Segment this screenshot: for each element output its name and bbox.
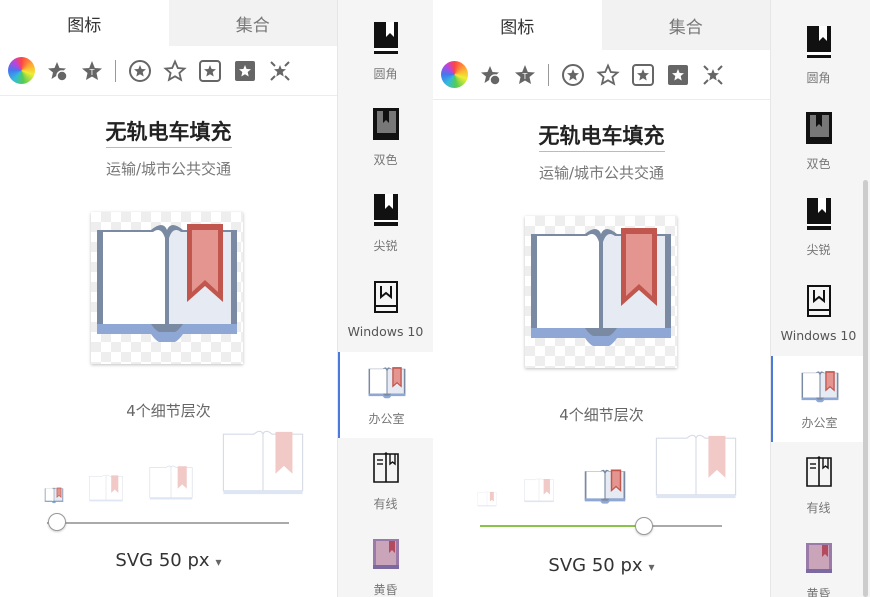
color-wheel-icon[interactable]: [8, 57, 35, 84]
book-duotone-icon: [372, 107, 399, 140]
book-sharp-icon: [806, 197, 831, 230]
icon-title: 无轨电车填充: [433, 120, 770, 152]
size-option-small[interactable]: [44, 486, 64, 506]
book-wired-icon: [372, 451, 399, 483]
style-item-sharp[interactable]: 尖锐: [338, 180, 433, 266]
size-option-xlarge[interactable]: [653, 428, 739, 514]
size-option-medium[interactable]: [523, 476, 555, 508]
style-item-rounded[interactable]: 圆角: [771, 12, 866, 98]
svg-text:T: T: [88, 68, 94, 77]
book-sharp-icon: [373, 193, 398, 226]
size-option-large[interactable]: [148, 462, 194, 508]
book-windows-icon: [806, 284, 831, 317]
icon-preview: [91, 212, 243, 364]
size-option-large[interactable]: [583, 466, 627, 510]
style-item-wired[interactable]: 有线: [338, 438, 433, 524]
icon-toolbar: T: [0, 46, 337, 96]
chevron-down-icon: ▾: [648, 560, 655, 574]
size-option-medium[interactable]: [88, 472, 124, 508]
star-outline-icon[interactable]: [161, 57, 188, 84]
star-square-filled-icon[interactable]: [664, 61, 691, 88]
icon-toolbar: T: [433, 50, 770, 100]
tab-collections[interactable]: 集合: [601, 0, 770, 50]
icon-detail-panel-right: 图标 集合 T 无轨电车填充 运输/城市公共交通 4个细节层次 SVG 50 p…: [433, 0, 770, 597]
size-slider-track[interactable]: [47, 522, 289, 524]
book-dusk-icon: [372, 538, 399, 569]
star-text-icon[interactable]: T: [78, 57, 105, 84]
style-item-office[interactable]: 办公室: [338, 352, 433, 438]
tab-icons[interactable]: 图标: [0, 0, 169, 46]
icon-title: 无轨电车填充: [0, 116, 337, 148]
style-item-dusk[interactable]: 黄昏: [771, 528, 866, 597]
star-burst-icon[interactable]: [699, 61, 726, 88]
format-select[interactable]: SVG 50 px▾: [115, 550, 222, 571]
book-office-icon: [801, 370, 838, 402]
svg-text:T: T: [521, 72, 527, 81]
book-wired-icon: [805, 455, 832, 487]
color-wheel-icon[interactable]: [441, 61, 468, 88]
book-duotone-icon: [805, 111, 832, 144]
style-sidebar-right: 圆角 双色 尖锐 Windows 10 办公室 有线 黄昏: [770, 0, 870, 597]
size-slider-handle[interactable]: [48, 513, 66, 531]
style-item-duotone[interactable]: 双色: [771, 98, 866, 184]
icon-preview: [525, 216, 677, 368]
style-item-windows10[interactable]: Windows 10: [338, 266, 433, 352]
book-rounded-icon: [806, 25, 831, 58]
style-item-dusk[interactable]: 黄昏: [338, 524, 433, 597]
book-office-icon: [531, 228, 671, 346]
star-outline-icon[interactable]: [594, 61, 621, 88]
star-circle-icon[interactable]: [559, 61, 586, 88]
style-item-rounded[interactable]: 圆角: [338, 8, 433, 94]
star-square-icon[interactable]: [629, 61, 656, 88]
size-slider-fill: [480, 525, 644, 527]
style-item-duotone[interactable]: 双色: [338, 94, 433, 180]
style-item-office[interactable]: 办公室: [771, 356, 866, 442]
book-dusk-icon: [805, 542, 832, 573]
chevron-down-icon: ▾: [215, 555, 222, 569]
detail-levels-label: 4个细节层次: [126, 402, 211, 420]
format-select[interactable]: SVG 50 px▾: [548, 555, 655, 576]
book-office-icon: [368, 366, 405, 398]
toolbar-divider: [548, 63, 549, 86]
style-item-wired[interactable]: 有线: [771, 442, 866, 528]
style-item-windows10[interactable]: Windows 10: [771, 270, 866, 356]
star-badge-icon[interactable]: [43, 57, 70, 84]
star-circle-icon[interactable]: [126, 57, 153, 84]
star-burst-icon[interactable]: [266, 57, 293, 84]
icon-category: 运输/城市公共交通: [105, 160, 232, 178]
star-square-filled-icon[interactable]: [231, 57, 258, 84]
size-slider-track[interactable]: [644, 525, 722, 527]
size-option-small[interactable]: [477, 490, 497, 510]
style-item-sharp[interactable]: 尖锐: [771, 184, 866, 270]
tab-icons[interactable]: 图标: [433, 0, 602, 50]
star-text-icon[interactable]: T: [511, 61, 538, 88]
star-badge-icon[interactable]: [476, 61, 503, 88]
icon-category: 运输/城市公共交通: [538, 164, 665, 182]
sidebar-scrollbar[interactable]: [863, 180, 868, 597]
star-square-icon[interactable]: [196, 57, 223, 84]
detail-levels-label: 4个细节层次: [559, 406, 644, 424]
size-slider-handle[interactable]: [635, 517, 653, 535]
tab-bar: 图标 集合: [433, 0, 770, 50]
tab-bar: 图标 集合: [0, 0, 337, 46]
tab-collections[interactable]: 集合: [168, 0, 337, 46]
toolbar-divider: [115, 59, 116, 82]
style-sidebar-left: 圆角 双色 尖锐 Windows 10 办公室 有线 黄昏: [337, 0, 433, 597]
icon-detail-panel-left: 图标 集合 T 无轨电车填充 运输/城市公共交通 4个细节层次 SVG 50 p…: [0, 0, 337, 597]
size-option-xlarge[interactable]: [220, 424, 306, 510]
book-rounded-icon: [373, 21, 398, 54]
book-office-icon: [97, 224, 237, 342]
book-windows-icon: [373, 280, 398, 313]
